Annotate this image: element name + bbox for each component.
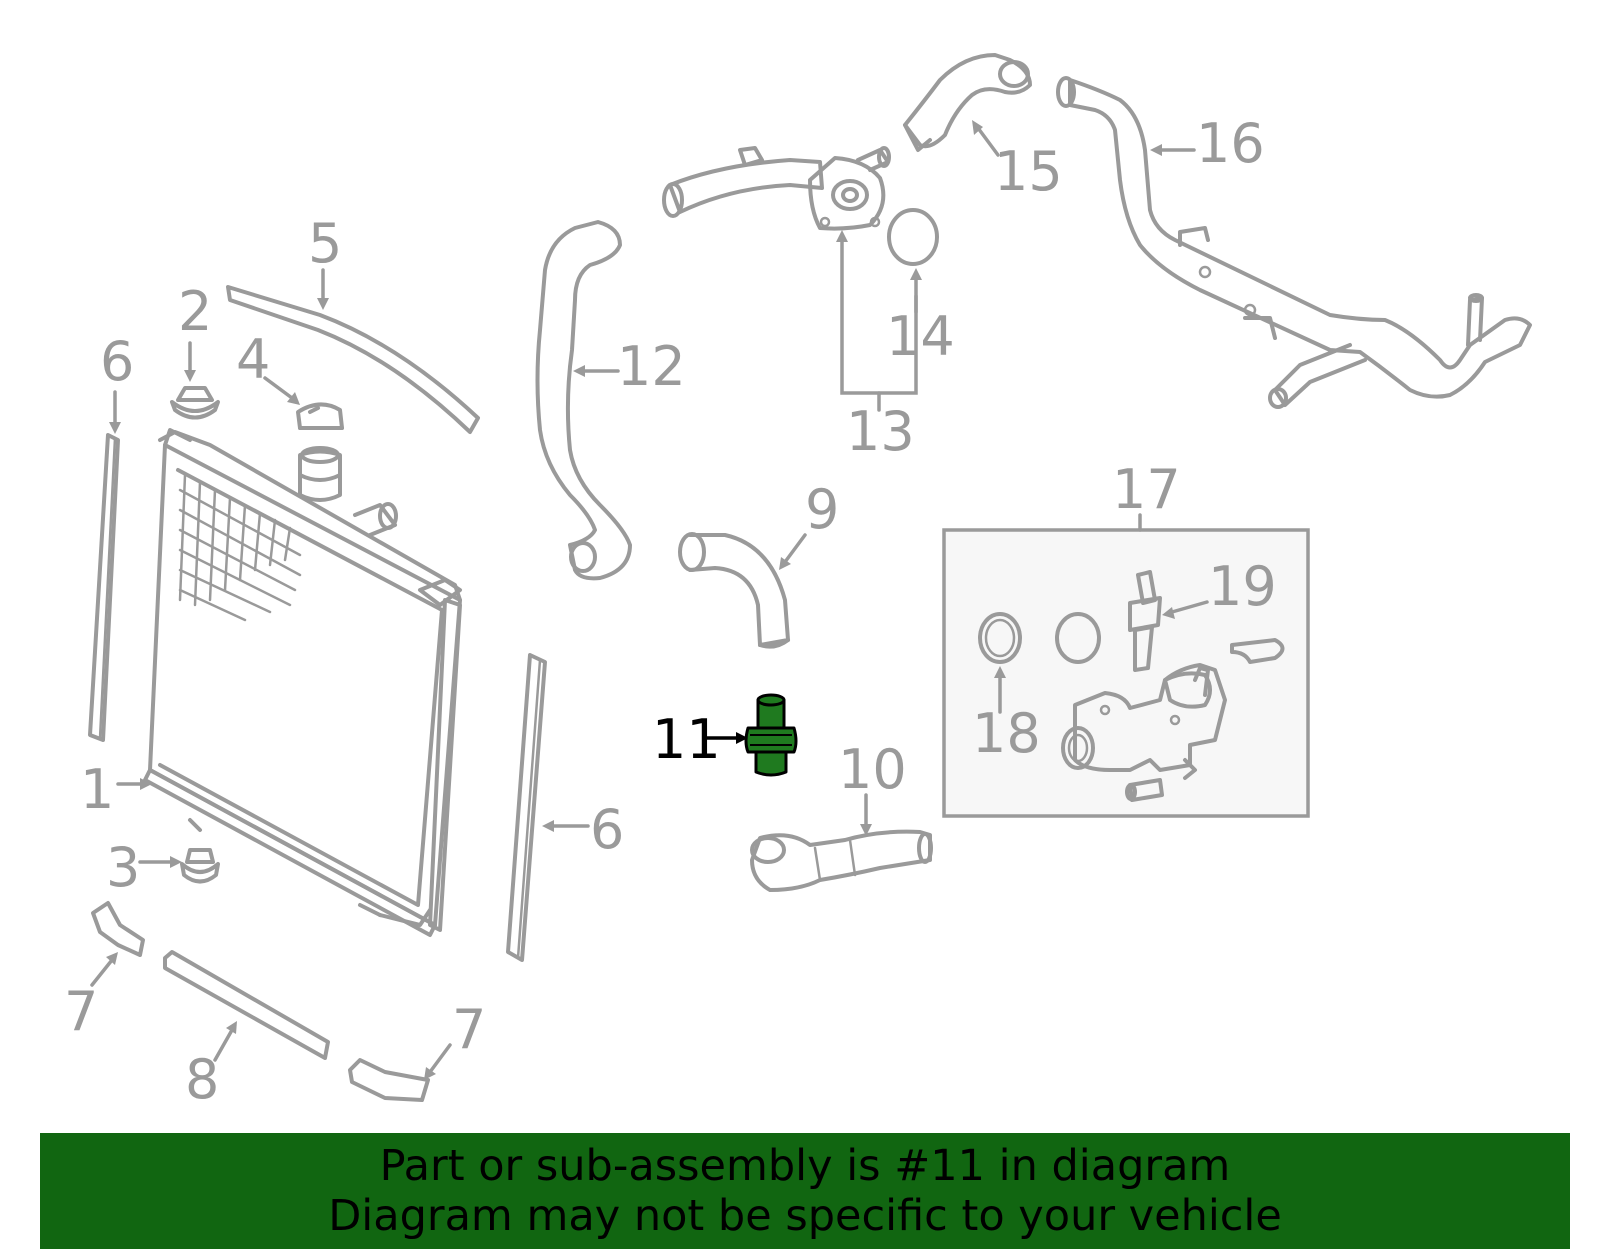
- callout-17: 17: [1112, 458, 1181, 521]
- part-hose-15[interactable]: [903, 53, 1032, 152]
- part-hose-12[interactable]: [535, 220, 632, 581]
- part-lower-seal[interactable]: [163, 950, 330, 1060]
- callout-16: 16: [1196, 112, 1265, 175]
- part-clip[interactable]: [1230, 638, 1285, 664]
- callout-1: 1: [80, 758, 114, 821]
- callout-15: 15: [994, 140, 1063, 203]
- banner-line-1: Part or sub-assembly is #11 in diagram: [379, 1141, 1231, 1191]
- part-hose-9[interactable]: [678, 532, 790, 649]
- callout-8: 8: [185, 1048, 219, 1111]
- leader-lines: [90, 120, 1209, 1080]
- callout-6-right: 6: [590, 798, 624, 861]
- part-lower-bracket-right[interactable]: [348, 1058, 430, 1102]
- callout-9: 9: [805, 478, 839, 541]
- part-oring-18[interactable]: [978, 612, 1022, 664]
- part-upper-seal[interactable]: [226, 285, 480, 434]
- part-water-pipe[interactable]: [1056, 76, 1532, 409]
- callout-labels: 1 2 3 4 5 6 6 7 7 8 9 10 11 12 13 14 15 …: [64, 112, 1277, 1111]
- callout-7-left: 7: [64, 980, 98, 1043]
- callout-6-left: 6: [100, 330, 134, 393]
- part-side-seal-right[interactable]: [506, 653, 547, 962]
- callout-7-right: 7: [452, 998, 486, 1061]
- callout-19: 19: [1208, 555, 1277, 618]
- callout-18: 18: [972, 702, 1041, 765]
- callout-10: 10: [838, 738, 907, 801]
- part-radiator-cap[interactable]: [296, 402, 344, 430]
- callout-13: 13: [846, 400, 915, 463]
- radiator-core-grid: [178, 473, 302, 622]
- part-lower-bracket-left[interactable]: [91, 901, 145, 957]
- parts-diagram: 1 2 3 4 5 6 6 7 7 8 9 10 11 12 13 14 15 …: [64, 53, 1532, 1111]
- part-hose-10[interactable]: [750, 829, 933, 892]
- callout-4: 4: [236, 328, 270, 391]
- part-oring-kit-2[interactable]: [1055, 612, 1101, 664]
- info-banner: Part or sub-assembly is #11 in diagram D…: [40, 1133, 1570, 1249]
- callout-12: 12: [617, 335, 686, 398]
- part-11-fitting[interactable]: [744, 693, 798, 777]
- callout-2: 2: [178, 280, 212, 343]
- callout-11: 11: [652, 708, 721, 771]
- part-side-seal-left[interactable]: [88, 433, 120, 742]
- part-2[interactable]: [170, 386, 220, 420]
- callout-5: 5: [308, 212, 342, 275]
- callout-3: 3: [106, 836, 140, 899]
- banner-line-2: Diagram may not be specific to your vehi…: [328, 1191, 1282, 1241]
- part-3[interactable]: [180, 848, 220, 884]
- part-water-outlet[interactable]: [662, 146, 891, 231]
- part-oring-14[interactable]: [887, 208, 939, 266]
- part-thermostat-housing[interactable]: [1061, 663, 1227, 802]
- part-radiator[interactable]: [143, 428, 462, 937]
- callout-14: 14: [886, 305, 955, 368]
- part-temp-sensor[interactable]: [1128, 570, 1162, 672]
